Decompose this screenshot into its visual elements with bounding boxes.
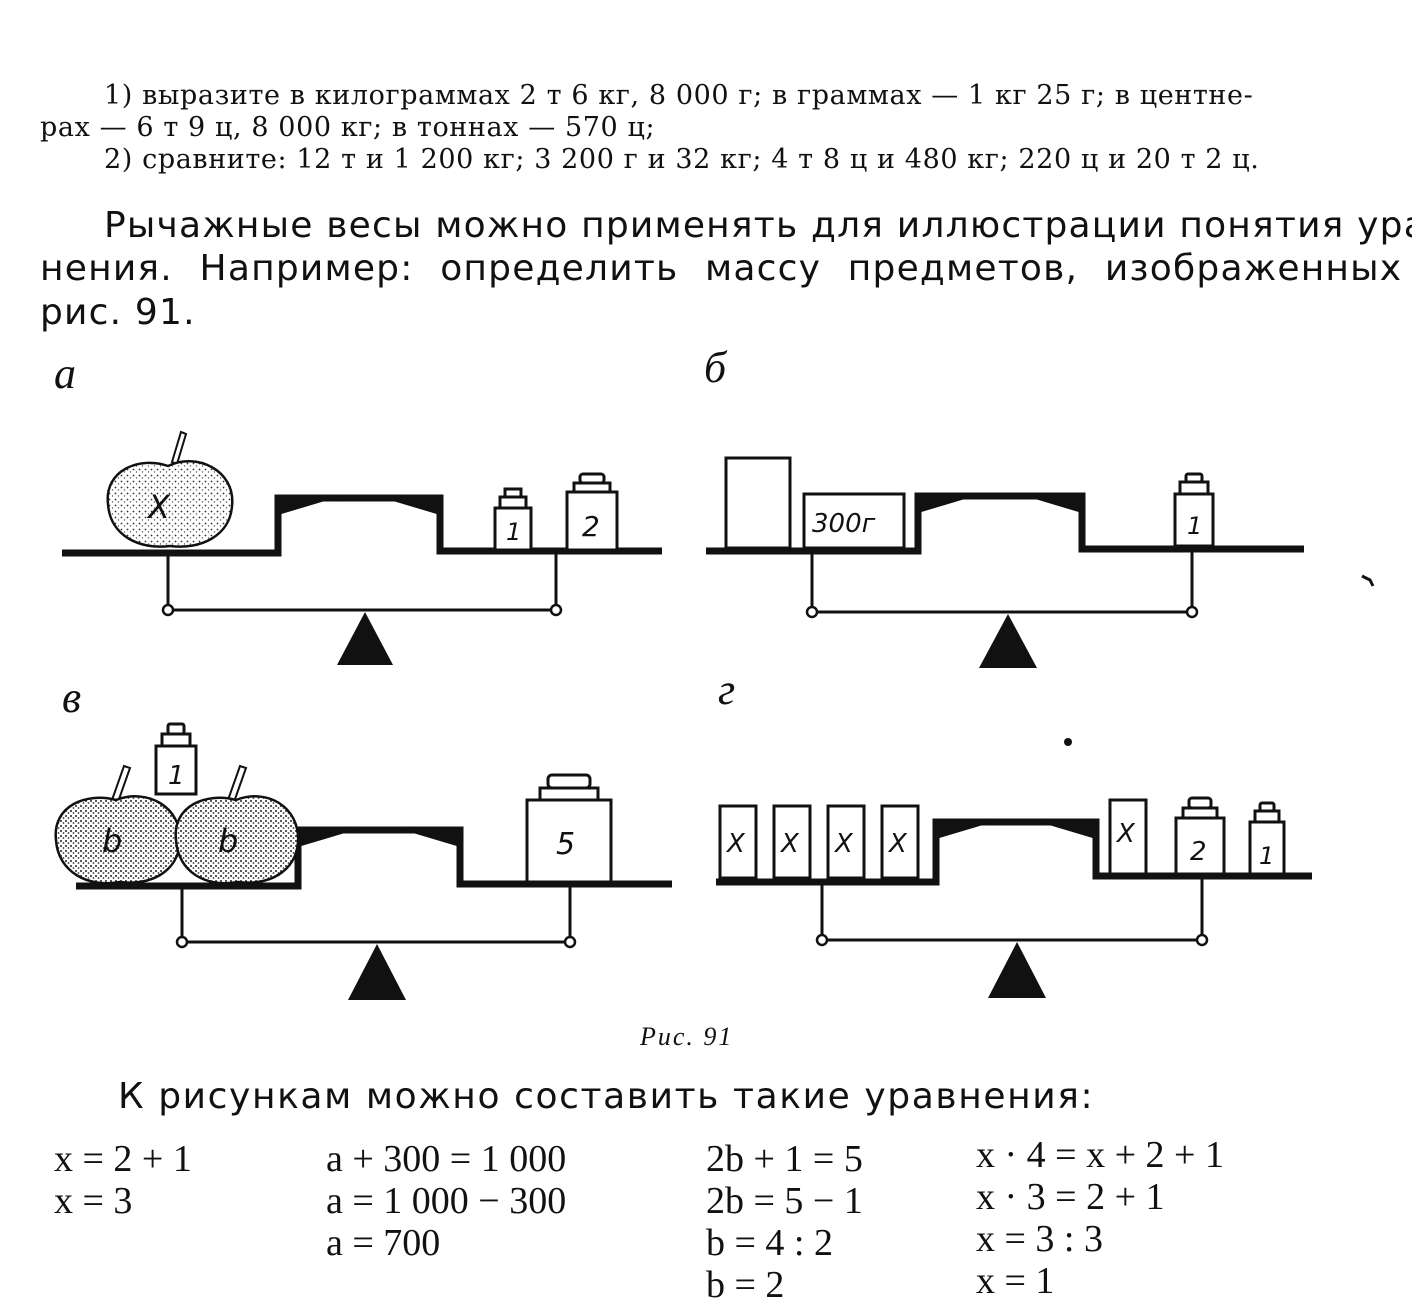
weight-2-a: 2 — [565, 472, 619, 552]
paragraph-line-2: нения. Например: определить массу предме… — [40, 248, 1412, 289]
scan-speck — [1064, 738, 1072, 746]
equation: x = 1 — [976, 1260, 1055, 1302]
box-x-right: X — [1108, 798, 1148, 876]
svg-text:b: b — [218, 822, 238, 860]
apple-x: X — [106, 430, 234, 548]
exercise-line-2: рах — 6 т 9 ц, 8 000 кг; в тоннах — 570 … — [40, 112, 656, 143]
label-v: в — [62, 673, 82, 722]
label-g: г — [718, 665, 736, 714]
svg-text:1: 1 — [1259, 842, 1274, 870]
exercise-line-3: 2) сравните: 12 т и 1 200 кг; 3 200 г и … — [104, 144, 1260, 175]
svg-text:5: 5 — [556, 827, 575, 862]
paragraph-line-1: Рычажные весы можно применять для иллюст… — [104, 205, 1412, 246]
equation: x · 3 = 2 + 1 — [976, 1176, 1165, 1218]
label-a: а — [54, 349, 76, 398]
svg-text:X: X — [833, 829, 854, 859]
paragraph-line-3: рис. 91. — [40, 292, 196, 333]
pan-wedge-right — [373, 495, 440, 515]
box-a — [724, 456, 792, 550]
weight-1-a: 1 — [493, 487, 533, 552]
box-x-3: X — [826, 804, 866, 880]
scale-panel-b — [706, 492, 1304, 668]
apple-b-right: b — [174, 764, 300, 885]
equation: 2b = 5 − 1 — [706, 1180, 863, 1222]
equations-intro: К рисункам можно составить такие уравнен… — [118, 1076, 1095, 1117]
box-x-2: X — [772, 804, 812, 880]
svg-text:X: X — [1115, 819, 1136, 849]
box-x-1: X — [718, 804, 758, 880]
equation: b = 4 : 2 — [706, 1222, 833, 1264]
weight-1-v: 1 — [154, 722, 198, 796]
svg-text:1: 1 — [168, 761, 185, 791]
svg-text:1: 1 — [506, 518, 521, 546]
apple-x-label: X — [146, 488, 171, 526]
scale-panel-a — [62, 494, 662, 665]
svg-text:X: X — [725, 829, 746, 859]
label-b: б — [704, 343, 727, 392]
weight-300g: 300г — [802, 492, 906, 550]
scale-panel-v — [76, 826, 672, 1000]
weight-2-g: 2 — [1174, 796, 1226, 876]
weight-1-b: 1 — [1173, 472, 1215, 548]
equations-column-a: x = 2 + 1 x = 3 — [54, 1138, 192, 1222]
pan-wedge-left — [278, 495, 345, 515]
svg-text:300г: 300г — [812, 509, 876, 539]
svg-text:X: X — [779, 829, 800, 859]
equation: a = 1 000 − 300 — [326, 1180, 567, 1222]
scan-speck — [1361, 574, 1375, 587]
equations-column-v: 2b + 1 = 5 2b = 5 − 1 b = 4 : 2 b = 2 — [706, 1138, 863, 1306]
equation: x · 4 = x + 2 + 1 — [976, 1134, 1224, 1176]
svg-text:b: b — [102, 822, 122, 860]
figure-caption: Рис. 91 — [640, 1022, 734, 1051]
svg-text:X: X — [887, 829, 908, 859]
weight-5: 5 — [525, 773, 613, 884]
svg-text:1: 1 — [1187, 512, 1202, 540]
equation: 2b + 1 = 5 — [706, 1138, 863, 1180]
equation: x = 3 : 3 — [976, 1218, 1103, 1260]
equations-column-b: a + 300 = 1 000 a = 1 000 − 300 a = 700 — [326, 1138, 566, 1264]
svg-text:2: 2 — [582, 510, 600, 543]
exercise-line-1: 1) выразите в килограммах 2 т 6 кг, 8 00… — [104, 80, 1254, 111]
equations-column-g: x · 4 = x + 2 + 1 x · 3 = 2 + 1 x = 3 : … — [976, 1134, 1224, 1302]
svg-text:2: 2 — [1190, 837, 1207, 867]
scale-panel-g — [716, 818, 1312, 998]
weight-1-g: 1 — [1248, 801, 1286, 876]
fulcrum — [337, 612, 393, 665]
equation: b = 2 — [706, 1264, 785, 1306]
equation: a + 300 = 1 000 — [326, 1138, 567, 1180]
equation: x = 3 — [54, 1180, 133, 1222]
equation: a = 700 — [326, 1222, 441, 1264]
equation: x = 2 + 1 — [54, 1138, 192, 1180]
box-x-4: X — [880, 804, 920, 880]
